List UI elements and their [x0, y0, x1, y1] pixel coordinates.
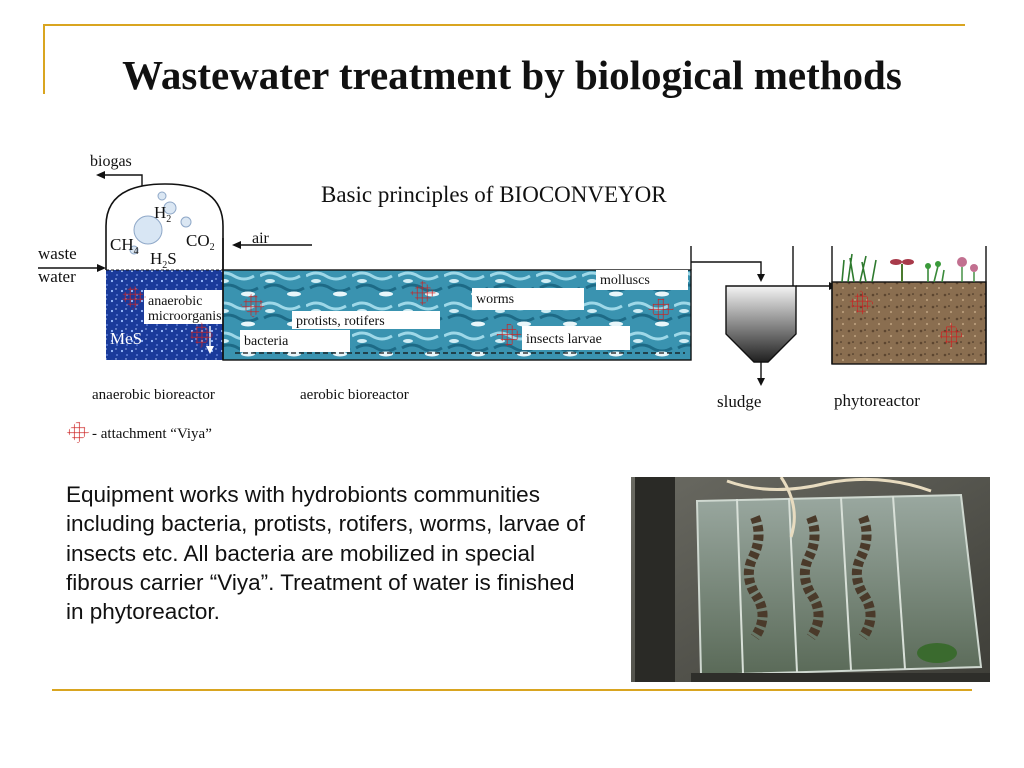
viya-attachment: [848, 290, 874, 316]
sludge-arrowhead: [757, 378, 765, 386]
h2s-formula: H2S: [150, 249, 177, 271]
gas-bubble: [163, 201, 177, 215]
worms-box: [472, 288, 584, 310]
body-paragraph: Equipment works with hydrobionts communi…: [66, 482, 585, 625]
protists-label: protists, rotifers: [296, 314, 385, 329]
co2-subscript: 2: [210, 242, 215, 253]
viya-attachment: [120, 284, 146, 310]
ch4-symbol: CH: [110, 235, 134, 254]
bottom-rule: [52, 689, 972, 691]
insects-box: [522, 326, 630, 350]
h2-formula: H2: [154, 203, 171, 225]
photo-fiber-carrier: [851, 515, 876, 640]
insects-label: insects larvae: [526, 332, 602, 347]
phytoreactor-soil: [831, 281, 987, 365]
photo-divider: [840, 496, 852, 671]
gas-bubble: [129, 245, 139, 255]
worms-label: worms: [476, 292, 514, 307]
biogas-arrowhead: [96, 171, 105, 179]
photo-tank: [695, 493, 983, 677]
protists-box: [292, 311, 440, 329]
aerobic-reactor-label: aerobic bioreactor: [300, 387, 409, 403]
photo-tube: [779, 477, 796, 538]
leaf-icon: [935, 261, 941, 267]
anaerobic-label-1: anaerobic: [148, 294, 202, 309]
co2-symbol: CO: [186, 231, 210, 250]
photo-pipe: [635, 477, 675, 682]
viya-attachment: [648, 296, 674, 322]
h2s-subscript: 2: [162, 260, 167, 271]
settler-cone: [725, 285, 797, 363]
flower-icon: [970, 264, 978, 272]
transfer-arrowhead: [757, 274, 765, 282]
leaf-icon: [890, 259, 902, 265]
bacteria-label: bacteria: [244, 334, 289, 349]
leaf-icon: [925, 263, 931, 269]
h2s-sulfur: S: [167, 249, 176, 268]
ch4-formula: CH4: [110, 235, 139, 257]
air-label: air: [252, 230, 270, 247]
biogas-label: biogas: [90, 153, 132, 170]
photo-divider: [736, 498, 744, 674]
h2-symbol: H: [154, 203, 166, 222]
h2s-symbol: H: [150, 249, 162, 268]
co2-formula: CO2: [186, 231, 215, 253]
photo-divider: [788, 497, 798, 673]
gas-bubble: [133, 215, 163, 245]
air-arrowhead: [232, 241, 241, 249]
anaerobic-label-box: [144, 290, 224, 324]
viya-attachment: [938, 322, 964, 348]
molluscs-box: [596, 270, 688, 290]
inlet-arrowhead: [97, 264, 106, 272]
top-rule: [43, 24, 965, 26]
viya-attachment: [188, 322, 214, 348]
anaerobic-label-2: microorganisms: [148, 309, 238, 324]
leaf-icon: [902, 259, 914, 265]
h2-subscript: 2: [166, 214, 171, 225]
diagram-heading: Basic principles of BIOCONVEYOR: [321, 182, 667, 207]
left-rule: [43, 24, 45, 94]
photo-base: [691, 673, 990, 682]
water-label: water: [38, 267, 76, 286]
legend-label: - attachment “Viya”: [92, 426, 212, 442]
phytoreactor-label: phytoreactor: [834, 391, 920, 410]
mes-label: MeS: [110, 329, 142, 348]
flower-stem: [961, 267, 975, 282]
photo-tube: [726, 477, 932, 493]
flower-icon: [957, 257, 967, 267]
photo-plant: [917, 643, 957, 663]
photo-fiber-carrier: [743, 515, 768, 640]
transfer-pipe: [691, 261, 762, 276]
anaerobic-reactor-label: anaerobic bioreactor: [92, 387, 215, 403]
viya-attachment: [410, 280, 436, 306]
bioconveyor-diagram: Basic principles of BIOCONVEYOR biogas H…: [38, 153, 987, 444]
grass-icon: [841, 253, 877, 283]
gas-bubble: [157, 191, 167, 201]
gas-bubble: [180, 216, 192, 228]
bacteria-box: [240, 330, 350, 352]
sludge-label: sludge: [717, 392, 761, 411]
aquarium-photo: [631, 477, 990, 682]
slide-title: Wastewater treatment by biological metho…: [122, 52, 902, 98]
waste-label: waste: [38, 244, 77, 263]
photo-fiber-carrier: [799, 515, 824, 640]
molluscs-label: molluscs: [600, 273, 650, 288]
photo-divider: [892, 495, 906, 670]
anaerobic-down-arrowhead: [206, 346, 214, 354]
viya-attachment: [496, 322, 522, 348]
legend-viya-icon: [66, 420, 90, 444]
viya-attachment: [240, 292, 266, 318]
ch4-subscript: 4: [134, 246, 139, 257]
herb-icon: [927, 265, 945, 283]
